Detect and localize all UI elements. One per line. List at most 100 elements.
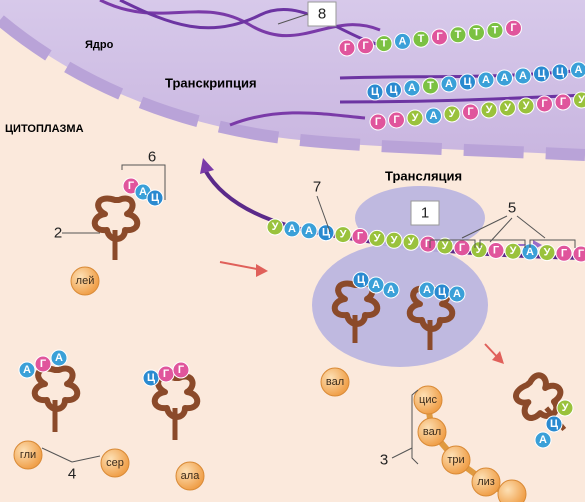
nucleotide (554, 93, 572, 111)
amino-acid (320, 367, 350, 397)
nucleotide-letter: У (391, 234, 398, 246)
nucleotide-letter: А (445, 78, 453, 90)
nucleotide-letter: У (374, 232, 381, 244)
nucleotide-letter: Г (560, 96, 567, 108)
nucleotide-letter: А (430, 110, 438, 122)
nucleotide (385, 231, 403, 249)
nuclear-envelope (0, 15, 585, 161)
nucleotide-letter: Г (128, 180, 135, 192)
leader-line (71, 455, 101, 463)
bracket (529, 239, 576, 248)
trna-molecule (91, 195, 141, 260)
label-number: 7 (313, 179, 321, 196)
nucleotide-letter: Г (40, 358, 47, 370)
trna-molecule (331, 280, 381, 343)
nucleotide-letter: Т (473, 27, 480, 39)
nucleus-label: Ядро (85, 39, 114, 51)
nucleotide-letter: А (519, 70, 527, 82)
nucleotide (431, 28, 448, 46)
nucleotide (357, 37, 374, 55)
leader-line (41, 447, 73, 463)
nucleotide-letter: У (442, 240, 449, 252)
nucleotide-letter: А (408, 82, 416, 94)
nucleotide-letter: А (539, 434, 547, 446)
nucleotide (351, 228, 369, 245)
nucleotide (555, 244, 573, 262)
amino-acid (413, 385, 443, 415)
cytoplasm-label: ЦИТОПЛАЗМА (5, 123, 84, 135)
nucleotide (403, 79, 421, 97)
translation-label: Трансляция (385, 169, 462, 184)
nucleotide (573, 91, 585, 109)
nucleotide (422, 77, 439, 95)
nucleotide-letter: Ц (389, 84, 397, 96)
amino-acid-label: три (447, 454, 464, 466)
bracket (121, 164, 166, 200)
nucleotide (385, 81, 402, 99)
amino-acid-label: ала (181, 470, 201, 482)
nucleotide (338, 39, 356, 57)
label-number: 5 (508, 200, 516, 217)
nucleotide-letter: У (562, 402, 569, 414)
nucleotide (394, 32, 411, 50)
nucleotide-letter: Ц (371, 86, 379, 98)
nucleotide-letter: Г (561, 247, 568, 259)
nucleotide-letter: Ц (438, 286, 446, 298)
nucleotide-letter: У (544, 247, 551, 259)
nucleotide (517, 97, 535, 115)
nucleotide (266, 218, 284, 236)
nucleotide (545, 415, 563, 433)
nucleotide-letter: У (486, 104, 493, 116)
nucleotide-letter: Г (163, 368, 170, 380)
nucleotide (533, 65, 550, 83)
nucleotide (440, 75, 458, 93)
nucleotide (459, 73, 476, 91)
nucleotide-letter: У (408, 236, 415, 248)
nucleotide-letter: Г (467, 106, 474, 118)
nucleotide-letter: У (510, 245, 517, 257)
nucleotide-letter: Г (510, 22, 517, 34)
nucleotide (146, 189, 164, 207)
nucleotide-letter: У (476, 244, 483, 256)
nucleotide (496, 69, 513, 87)
nucleotide (334, 226, 352, 244)
nucleotide-letter: У (412, 112, 419, 124)
nucleotide-letter: Г (459, 242, 466, 254)
nucleotide (487, 242, 505, 259)
nucleotide (172, 361, 190, 379)
trna-molecule (31, 365, 81, 432)
nucleotide-letter: Т (418, 33, 425, 45)
nucleotide-letter: А (139, 186, 147, 198)
nucleotide (551, 63, 569, 81)
label-number: 4 (68, 466, 76, 483)
nucleotide-letter: А (305, 225, 313, 237)
nucleotide (352, 271, 370, 289)
transcription-label: Транскрипция (165, 76, 257, 91)
nucleotide (486, 21, 504, 39)
nucleotide (480, 101, 498, 119)
nucleotide (50, 349, 68, 367)
nucleotide-letter: Г (178, 364, 185, 376)
nucleotide-letter: Г (362, 40, 369, 52)
bracket (429, 239, 476, 248)
nucleotide (367, 276, 385, 294)
nucleotide-letter: Ц (151, 192, 159, 204)
nucleotide (556, 399, 574, 417)
label-number: 6 (148, 149, 156, 166)
nucleotide-letter: У (504, 102, 511, 114)
bracket (479, 239, 526, 248)
nucleotide-letter: Т (427, 80, 434, 92)
nucleotide (570, 61, 585, 79)
nucleotide (443, 105, 461, 123)
nucleotide-letter: Ц (550, 418, 558, 430)
nucleotide (538, 244, 556, 262)
leader-line (316, 195, 331, 233)
nucleotide-letter: У (523, 100, 530, 112)
nucleotide (499, 99, 516, 117)
nucleotide (412, 30, 430, 48)
amino-acid-label: лиз (477, 476, 495, 488)
nucleotide-letter: А (55, 352, 63, 364)
trna-molecule (151, 373, 201, 440)
amino-acid-label: вал (423, 426, 441, 438)
